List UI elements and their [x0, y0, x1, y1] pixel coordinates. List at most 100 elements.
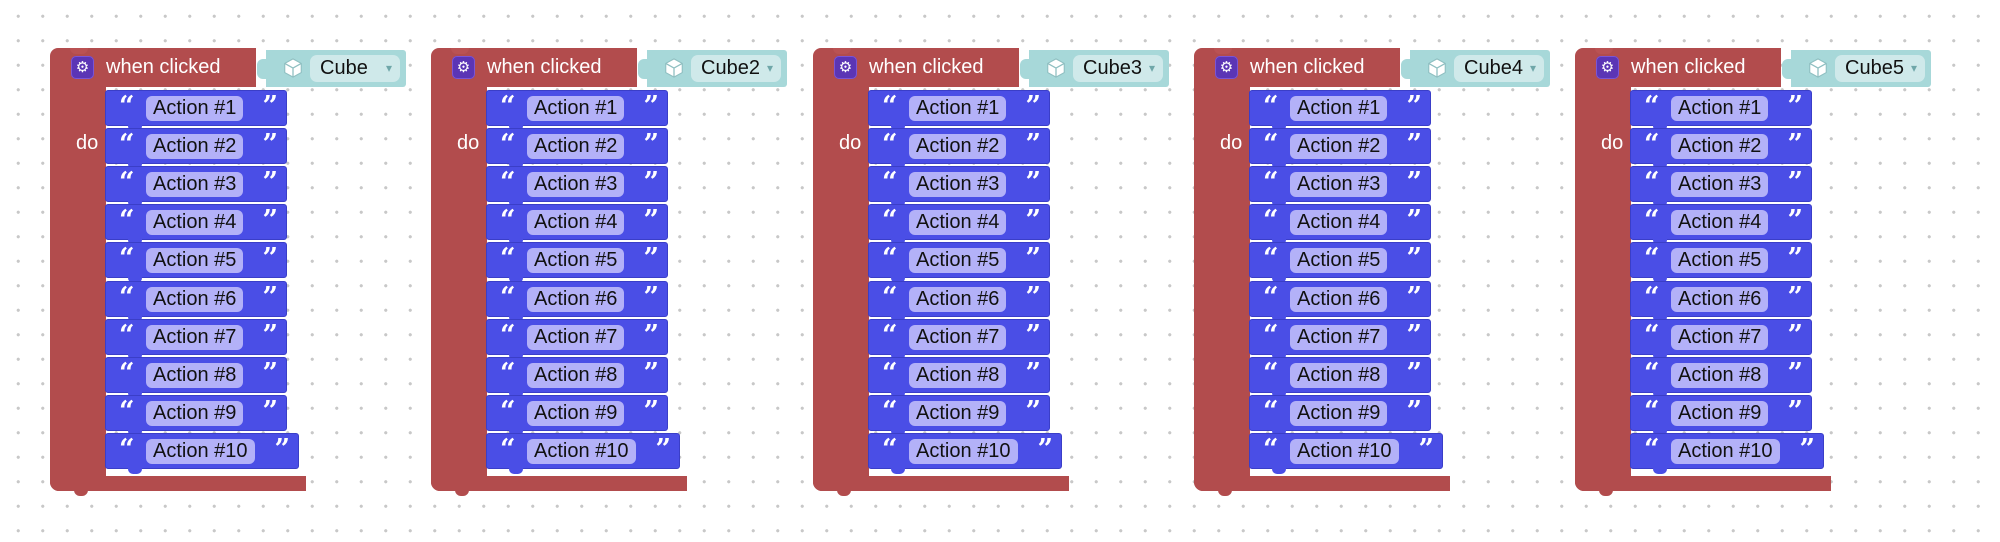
action-text-field[interactable]: Action #7	[909, 324, 1007, 350]
action-text-block[interactable]: “Action #1”	[1630, 90, 1812, 131]
action-text-field[interactable]: Action #5	[909, 248, 1007, 274]
action-text-block[interactable]: “Action #5”	[105, 242, 287, 284]
action-text-block[interactable]: “Action #4”	[1630, 204, 1812, 246]
action-text-field[interactable]: Action #1	[146, 96, 244, 121]
action-text-field[interactable]: Action #9	[527, 400, 625, 426]
action-text-field[interactable]: Action #6	[1671, 286, 1769, 312]
action-text-block[interactable]: “Action #5”	[1249, 242, 1431, 284]
action-text-block[interactable]: “Action #3”	[868, 166, 1050, 208]
object-dropdown-slot[interactable]: Cube4▾	[1401, 50, 1550, 87]
action-text-field[interactable]: Action #4	[146, 210, 244, 236]
object-dropdown-slot[interactable]: Cube3▾	[1020, 50, 1169, 87]
action-text-block[interactable]: “Action #2”	[1249, 128, 1431, 170]
event-block-body[interactable]: do	[431, 86, 487, 491]
action-text-block[interactable]: “Action #2”	[486, 128, 668, 170]
action-text-block[interactable]: “Action #8”	[486, 356, 668, 398]
action-text-block[interactable]: “Action #7”	[1630, 318, 1812, 360]
action-text-block[interactable]: “Action #10”	[105, 432, 299, 474]
object-dropdown[interactable]: Cube5▾	[1835, 55, 1925, 82]
action-text-field[interactable]: Action #9	[1671, 400, 1769, 426]
action-text-field[interactable]: Action #2	[146, 134, 244, 160]
action-text-field[interactable]: Action #7	[146, 324, 244, 350]
object-dropdown-slot[interactable]: Cube2▾	[638, 50, 787, 87]
action-text-field[interactable]: Action #9	[909, 400, 1007, 426]
action-text-field[interactable]: Action #8	[1290, 362, 1388, 388]
action-text-block[interactable]: “Action #7”	[486, 318, 668, 360]
action-text-field[interactable]: Action #3	[146, 172, 244, 198]
gear-icon[interactable]: ⚙	[71, 56, 94, 79]
action-text-field[interactable]: Action #5	[527, 248, 625, 274]
event-block-body[interactable]: do	[50, 86, 106, 491]
action-text-field[interactable]: Action #1	[527, 96, 625, 121]
action-text-block[interactable]: “Action #10”	[1630, 432, 1824, 474]
action-text-field[interactable]: Action #5	[1671, 248, 1769, 274]
action-text-field[interactable]: Action #1	[909, 96, 1007, 121]
action-text-block[interactable]: “Action #2”	[1630, 128, 1812, 170]
action-text-block[interactable]: “Action #1”	[1249, 90, 1431, 131]
action-text-block[interactable]: “Action #7”	[1249, 318, 1431, 360]
dropdown-arrow-icon[interactable]: ▾	[766, 61, 773, 75]
action-text-block[interactable]: “Action #2”	[105, 128, 287, 170]
action-text-field[interactable]: Action #5	[1290, 248, 1388, 274]
object-dropdown-slot[interactable]: Cube5▾	[1782, 50, 1931, 87]
action-text-block[interactable]: “Action #8”	[105, 356, 287, 398]
action-text-field[interactable]: Action #10	[1671, 438, 1780, 464]
action-text-field[interactable]: Action #3	[909, 172, 1007, 198]
object-dropdown-slot[interactable]: Cube▾	[257, 50, 406, 87]
gear-icon[interactable]: ⚙	[1215, 56, 1238, 79]
action-text-field[interactable]: Action #2	[1290, 134, 1388, 160]
action-text-block[interactable]: “Action #10”	[868, 432, 1062, 474]
object-dropdown[interactable]: Cube4▾	[1454, 55, 1544, 82]
action-text-field[interactable]: Action #10	[909, 438, 1018, 464]
action-text-block[interactable]: “Action #9”	[868, 394, 1050, 436]
action-text-field[interactable]: Action #8	[146, 362, 244, 388]
dropdown-arrow-icon[interactable]: ▾	[1148, 61, 1155, 75]
action-text-field[interactable]: Action #9	[146, 400, 244, 426]
action-text-field[interactable]: Action #3	[527, 172, 625, 198]
action-text-block[interactable]: “Action #8”	[1630, 356, 1812, 398]
gear-icon[interactable]: ⚙	[452, 56, 475, 79]
action-text-field[interactable]: Action #8	[909, 362, 1007, 388]
action-text-field[interactable]: Action #10	[1290, 438, 1399, 464]
action-text-field[interactable]: Action #6	[527, 286, 625, 312]
action-text-field[interactable]: Action #4	[1671, 210, 1769, 236]
action-text-field[interactable]: Action #4	[527, 210, 625, 236]
object-dropdown[interactable]: Cube3▾	[1073, 55, 1163, 82]
action-text-block[interactable]: “Action #3”	[1249, 166, 1431, 208]
action-text-block[interactable]: “Action #3”	[105, 166, 287, 208]
action-text-field[interactable]: Action #7	[1290, 324, 1388, 350]
action-text-block[interactable]: “Action #6”	[1249, 280, 1431, 322]
action-text-field[interactable]: Action #6	[1290, 286, 1388, 312]
action-text-block[interactable]: “Action #9”	[105, 394, 287, 436]
action-text-block[interactable]: “Action #8”	[868, 356, 1050, 398]
dropdown-arrow-icon[interactable]: ▾	[385, 61, 392, 75]
action-text-block[interactable]: “Action #5”	[1630, 242, 1812, 284]
action-text-block[interactable]: “Action #1”	[486, 90, 668, 131]
action-text-block[interactable]: “Action #3”	[1630, 166, 1812, 208]
action-text-field[interactable]: Action #4	[1290, 210, 1388, 236]
action-text-block[interactable]: “Action #9”	[486, 394, 668, 436]
action-text-block[interactable]: “Action #3”	[486, 166, 668, 208]
action-text-block[interactable]: “Action #4”	[105, 204, 287, 246]
action-text-block[interactable]: “Action #1”	[105, 90, 287, 131]
action-text-block[interactable]: “Action #4”	[486, 204, 668, 246]
action-text-block[interactable]: “Action #2”	[868, 128, 1050, 170]
action-text-block[interactable]: “Action #6”	[105, 280, 287, 322]
action-text-field[interactable]: Action #3	[1671, 172, 1769, 198]
gear-icon[interactable]: ⚙	[1596, 56, 1619, 79]
action-text-field[interactable]: Action #10	[527, 438, 636, 464]
action-text-block[interactable]: “Action #10”	[486, 432, 680, 474]
action-text-field[interactable]: Action #1	[1671, 96, 1769, 121]
action-text-field[interactable]: Action #2	[1671, 134, 1769, 160]
